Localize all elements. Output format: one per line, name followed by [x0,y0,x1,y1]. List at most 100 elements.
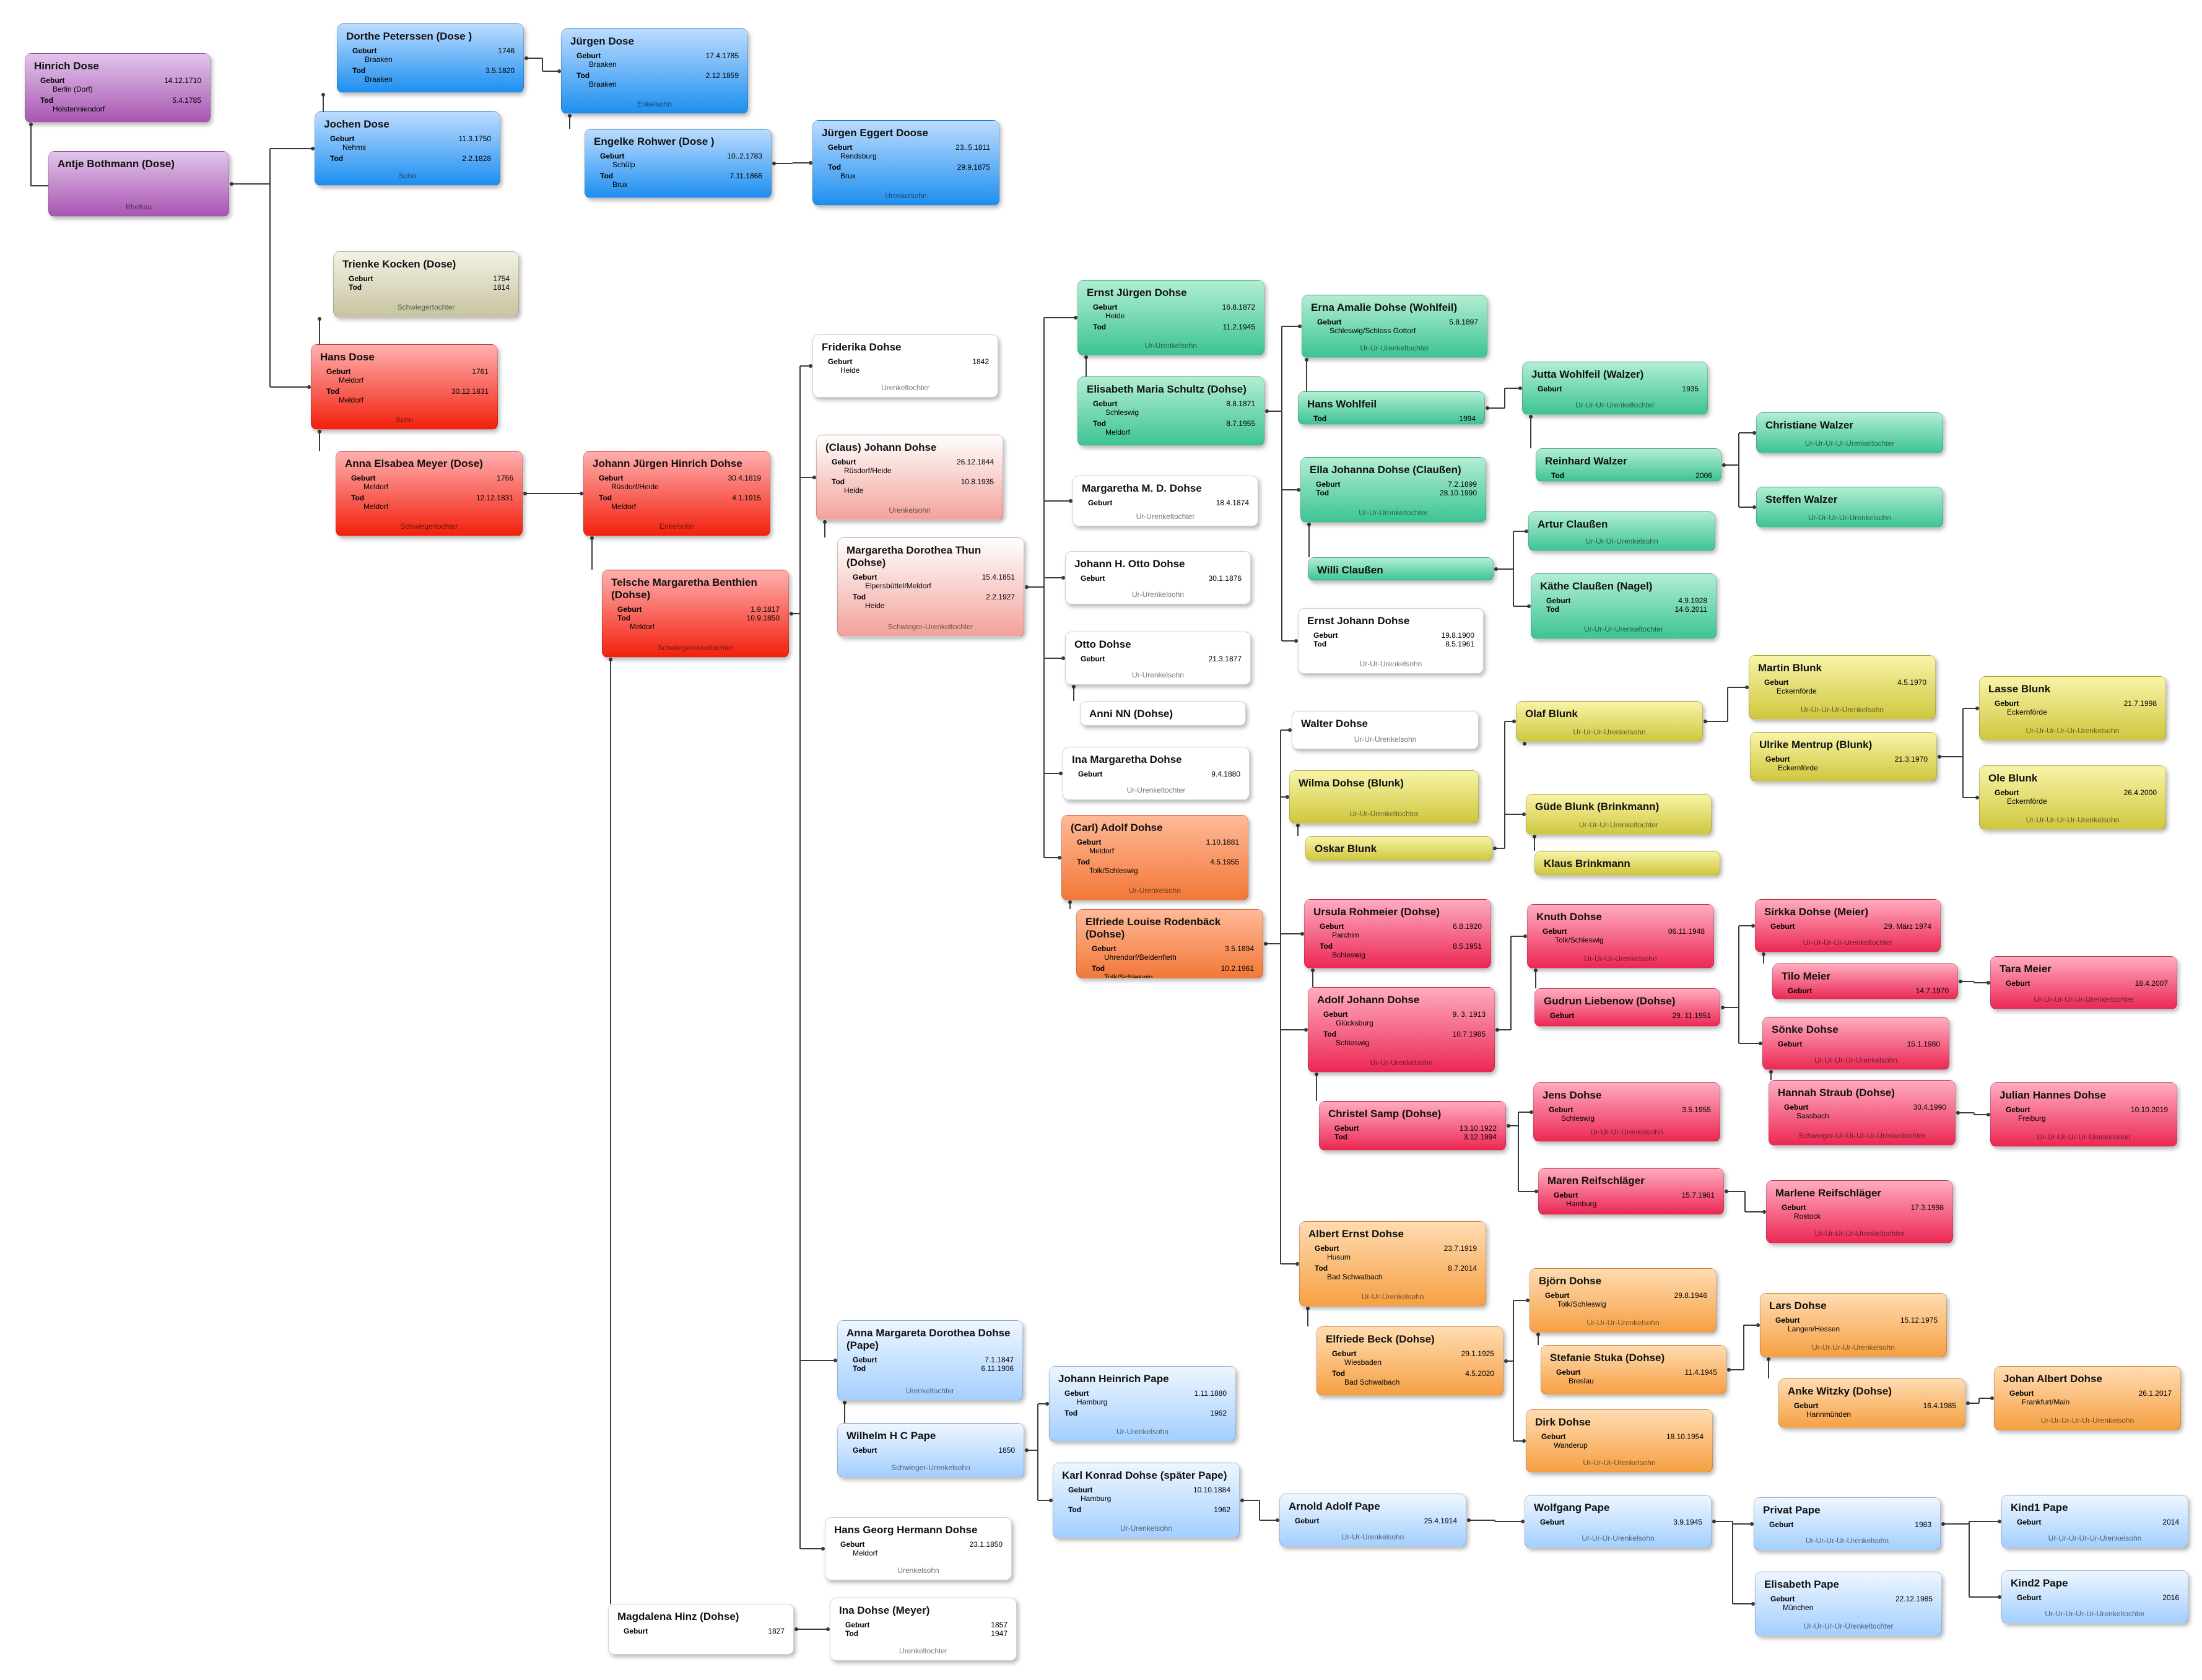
death-place: Tolk/Schleswig [1089,866,1138,875]
connector-dot [1721,1006,1725,1009]
birth-place: Parchim [1332,931,1360,939]
birth-date: 1761 [472,367,489,376]
person-card-klaus[interactable]: Klaus Brinkmann [1534,851,1720,876]
person-card-willi[interactable]: Willi Claußen [1308,557,1494,581]
person-card-anni[interactable]: Anni NN (Dohse) [1080,701,1246,726]
person-card-amdp[interactable]: Anna Margareta Dorothea Dohse (Pape)Gebu… [837,1320,1023,1401]
person-card-telsche[interactable]: Telsche Margaretha Benthien (Dohse)Gebur… [602,570,789,658]
connector-dot [1467,1518,1471,1522]
death-date: 10.8.1935 [960,477,994,486]
relationship-label: Ur-Ur-Ur-Ur-Ur-Urenkeltochter [2034,995,2134,1004]
person-card-antje[interactable]: Antje Bothmann (Dose)Ehefrau [48,151,229,217]
birth-place: Eckernförde [2007,708,2047,716]
person-name: Anni NN (Dohse) [1089,708,1173,720]
connector-line [30,123,48,186]
person-card-wilma[interactable]: Wilma Dohse (Blunk)Ur-Ur-Urenkeltochter [1289,770,1479,824]
person-card-oskar[interactable]: Oskar Blunk [1305,836,1492,861]
birth-date: 1850 [998,1446,1015,1455]
death-label: Tod [853,593,866,601]
birth-label: Geburt [1081,655,1105,663]
person-name: Sönke Dohse [1772,1024,1839,1035]
person-card-guede[interactable]: Güde Blunk (Brinkmann)Ur-Ur-Ur-Urenkelto… [1526,794,1712,835]
birth-label: Geburt [1320,922,1344,931]
